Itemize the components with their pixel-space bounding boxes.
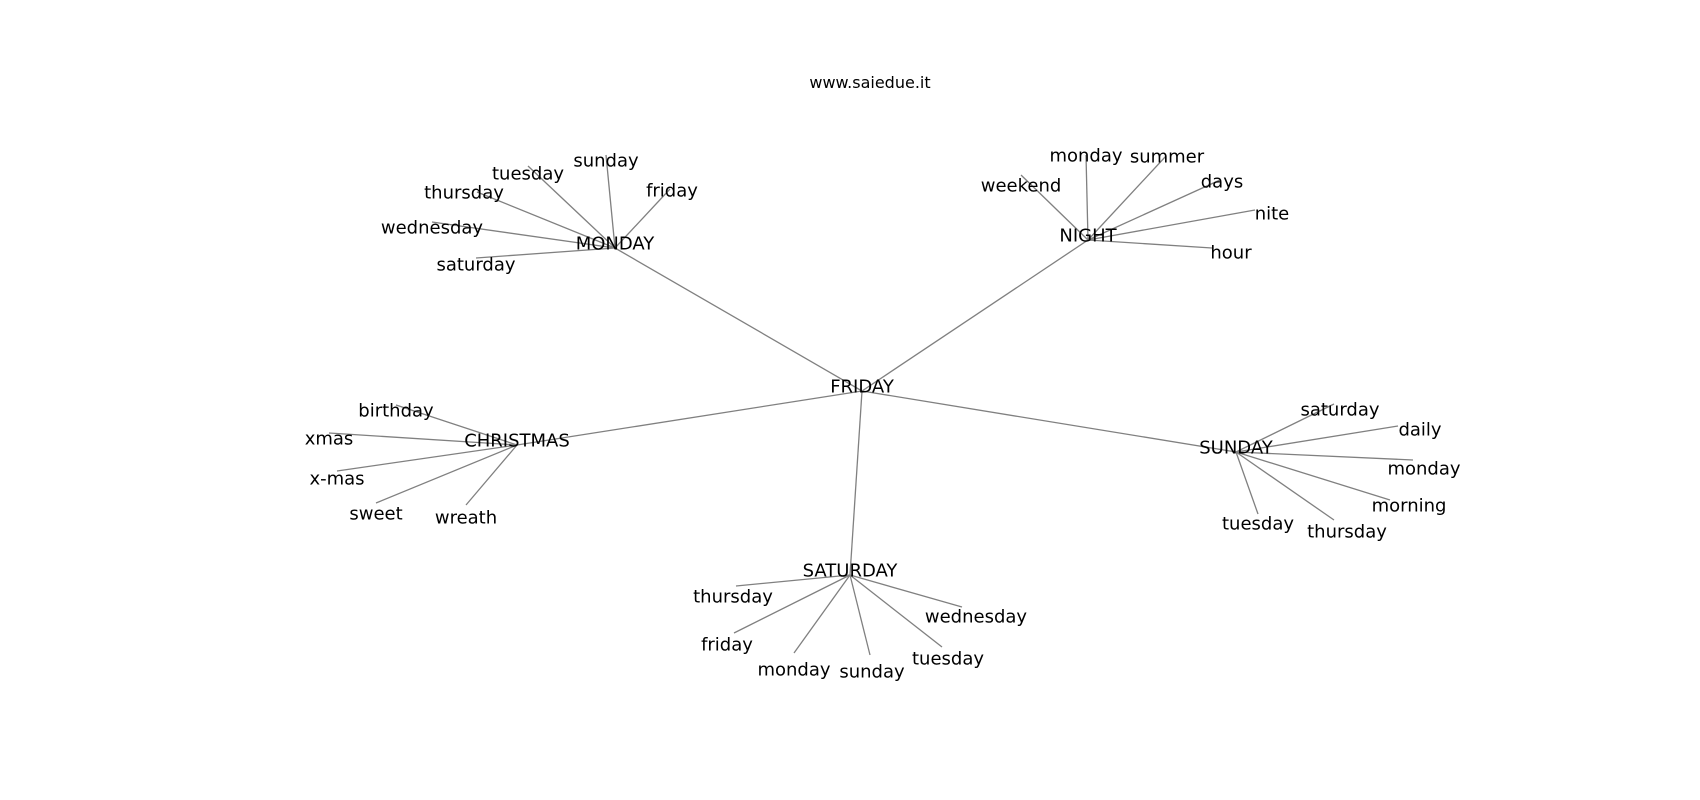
edge-sunday-tuesday bbox=[1235, 451, 1259, 515]
edge-christmas-xmas bbox=[328, 432, 518, 446]
node-night: NIGHT bbox=[1059, 226, 1117, 247]
leaf-night-summer: summer bbox=[1130, 147, 1205, 168]
node-saturday: SATURDAY bbox=[803, 561, 899, 582]
leaf-monday-wednesday: wednesday bbox=[381, 218, 484, 239]
edge-monday-tuesday bbox=[527, 165, 616, 249]
leaf-sunday-daily: daily bbox=[1398, 420, 1441, 441]
edge-saturday-sunday bbox=[849, 574, 871, 656]
edge-night-days bbox=[1087, 179, 1221, 241]
leaf-sunday-monday: monday bbox=[1387, 459, 1460, 480]
leaf-sunday-thursday: thursday bbox=[1307, 522, 1387, 543]
leaf-saturday-monday: monday bbox=[757, 660, 830, 681]
edge-sunday-daily bbox=[1235, 425, 1399, 453]
edge-saturday-wednesday bbox=[849, 574, 963, 608]
edge-christmas-sweet bbox=[375, 444, 518, 504]
edge-night-weekend bbox=[1020, 174, 1089, 241]
edge-monday-sunday bbox=[605, 154, 616, 249]
edge-saturday-tuesday bbox=[849, 574, 943, 648]
leaf-night-weekend: weekend bbox=[981, 176, 1062, 197]
graph-edges bbox=[328, 154, 1414, 656]
node-monday: MONDAY bbox=[576, 234, 656, 255]
leaf-sunday-morning: morning bbox=[1372, 496, 1447, 517]
edge-sunday-monday bbox=[1235, 451, 1414, 461]
leaf-saturday-sunday: sunday bbox=[839, 662, 905, 683]
node-friday: FRIDAY bbox=[830, 377, 895, 398]
node-christmas: CHRISTMAS bbox=[464, 431, 570, 452]
edge-night-nite bbox=[1087, 209, 1256, 241]
edge-christmas-wreath bbox=[465, 444, 518, 506]
edge-night-summer bbox=[1087, 155, 1167, 241]
edge-christmas-x-mas bbox=[336, 444, 518, 472]
graph-labels: FRIDAY MONDAY tuesday sunday friday thursday w… bbox=[305, 146, 1461, 683]
edge-sunday-saturday bbox=[1235, 403, 1335, 453]
site-title: www.saiedue.it bbox=[809, 73, 930, 92]
edge-friday-saturday bbox=[849, 390, 863, 576]
leaf-christmas-xmas: xmas bbox=[305, 429, 354, 450]
leaf-monday-thursday: thursday bbox=[424, 183, 504, 204]
edge-friday-sunday bbox=[861, 390, 1237, 453]
edge-sunday-morning bbox=[1235, 451, 1391, 501]
leaf-saturday-tuesday: tuesday bbox=[912, 649, 984, 670]
edge-friday-monday bbox=[614, 247, 863, 392]
edge-saturday-friday bbox=[733, 574, 851, 634]
edge-monday-friday bbox=[614, 188, 671, 249]
leaf-christmas-sweet: sweet bbox=[349, 504, 402, 525]
leaf-christmas-wreath: wreath bbox=[435, 508, 497, 529]
edge-saturday-thursday bbox=[735, 574, 851, 587]
leaf-christmas-birthday: birthday bbox=[358, 401, 434, 422]
leaf-night-days: days bbox=[1201, 172, 1244, 193]
leaf-monday-saturday: saturday bbox=[436, 255, 515, 276]
leaf-christmas-x-mas: x-mas bbox=[309, 469, 364, 490]
edge-night-monday bbox=[1085, 154, 1089, 241]
leaf-saturday-friday: friday bbox=[701, 635, 753, 656]
leaf-night-nite: nite bbox=[1255, 204, 1290, 225]
edge-christmas-birthday bbox=[395, 404, 518, 446]
leaf-sunday-saturday: saturday bbox=[1300, 400, 1379, 421]
edge-friday-night bbox=[861, 239, 1089, 392]
edge-saturday-monday bbox=[793, 574, 851, 654]
edge-sunday-thursday bbox=[1235, 451, 1335, 521]
edge-monday-thursday bbox=[476, 191, 616, 249]
leaf-night-monday: monday bbox=[1049, 146, 1122, 167]
leaf-saturday-wednesday: wednesday bbox=[925, 607, 1028, 628]
edge-monday-wednesday bbox=[431, 221, 616, 249]
edge-night-hour bbox=[1087, 239, 1213, 249]
edge-monday-saturday bbox=[475, 247, 616, 259]
leaf-night-hour: hour bbox=[1210, 243, 1252, 264]
leaf-monday-sunday: sunday bbox=[573, 151, 639, 172]
leaf-monday-friday: friday bbox=[646, 181, 698, 202]
leaf-sunday-tuesday: tuesday bbox=[1222, 514, 1294, 535]
leaf-monday-tuesday: tuesday bbox=[492, 164, 564, 185]
edge-friday-christmas bbox=[516, 390, 863, 446]
leaf-saturday-thursday: thursday bbox=[693, 587, 773, 608]
node-sunday: SUNDAY bbox=[1199, 438, 1274, 459]
